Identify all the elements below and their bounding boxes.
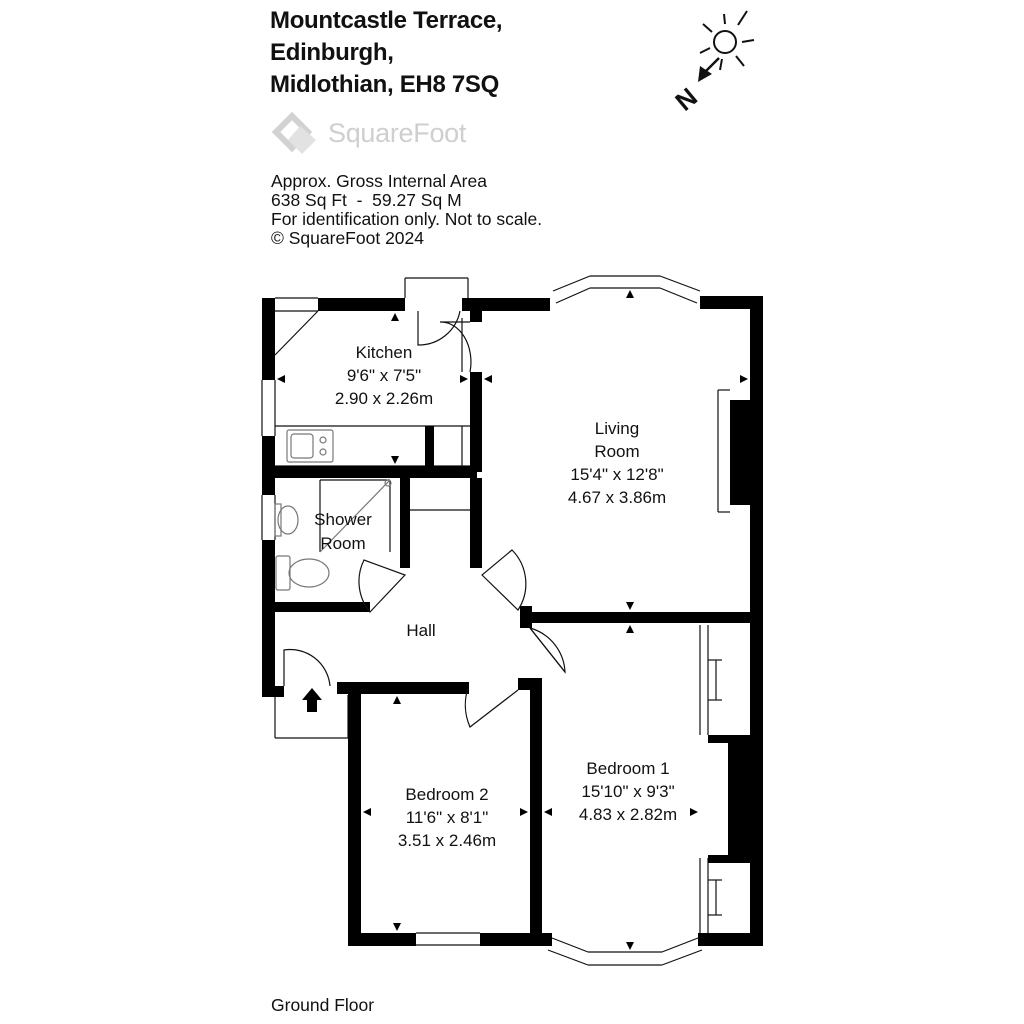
living-name-1: Living [595,419,639,438]
kitchen-imperial: 9'6" x 7'5" [347,366,421,385]
kitchen-metric: 2.90 x 2.26m [335,389,433,408]
squarefoot-logo-icon [271,111,316,154]
area-info-line-3: For identification only. Not to scale. [271,209,543,229]
walls [262,296,763,946]
kitchen-name: Kitchen [356,343,413,362]
sink-icon [286,429,334,463]
squarefoot-logo: SquareFoot [271,111,482,158]
address-line-2: Edinburgh, [270,39,394,66]
shower-name-2: Room [320,534,365,553]
bedroom1-name: Bedroom 1 [586,759,669,778]
logo-text: SquareFoot [328,118,467,148]
living-metric: 4.67 x 3.86m [568,488,666,507]
area-info: Approx. Gross Internal Area 638 Sq Ft - … [271,172,542,248]
area-info-line-2: 638 Sq Ft - 59.27 Sq M [271,190,462,210]
shower-name-1: Shower [314,510,372,529]
area-info-line-1: Approx. Gross Internal Area [271,171,487,191]
shower-head-icon [319,479,392,553]
north-arrow-icon: N [669,57,720,117]
fixtures [274,429,392,591]
bedroom1-imperial: 15'10" x 9'3" [581,782,674,801]
dimension-ticks [277,290,748,950]
floor-label: Ground Floor [271,995,375,1015]
bedroom2-metric: 3.51 x 2.46m [398,831,496,850]
washbasin-icon [274,503,299,537]
area-info-line-4: © SquareFoot 2024 [271,228,424,248]
bedroom2-name: Bedroom 2 [405,785,488,804]
living-imperial: 15'4" x 12'8" [570,465,663,484]
living-name-2: Room [594,442,639,461]
north-label: N [669,82,703,117]
bedroom2-imperial: 11'6" x 8'1" [406,808,489,827]
address-line-3: Midlothian, EH8 7SQ [270,71,499,98]
sun-icon [699,10,755,71]
toilet-icon [275,555,330,591]
bedroom1-metric: 4.83 x 2.82m [579,805,677,824]
entrance-arrow-icon [302,688,322,712]
room-labels: Kitchen 9'6" x 7'5" 2.90 x 2.26m Living … [314,343,677,850]
door-swings [283,310,566,728]
address-line-1: Mountcastle Terrace, [270,7,503,34]
hall-name: Hall [406,621,435,640]
